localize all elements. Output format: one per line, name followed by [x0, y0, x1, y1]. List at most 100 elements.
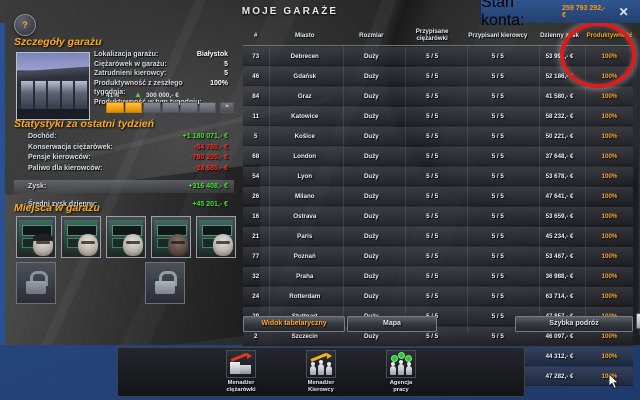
garage-slot[interactable]	[106, 216, 146, 258]
cell-trucks: 5 / 5	[426, 272, 439, 280]
cell-size: Duży	[363, 173, 379, 180]
table-header-trucks[interactable]: Przypisane ciężarówki	[415, 28, 449, 42]
cell-id: 84	[252, 93, 260, 101]
window-frame-left	[0, 23, 5, 345]
cell-drivers: 5 / 5	[491, 272, 504, 280]
cell-drivers: 5 / 5	[491, 53, 504, 61]
map-view-button[interactable]: Mapa	[347, 316, 437, 332]
scrollbar-track[interactable]	[638, 45, 640, 335]
cell-profit: 58 232,- €	[545, 113, 574, 121]
garage-details-panel: ? Szczegóły garażu Lokalizacja garażu:Bi…	[6, 14, 236, 324]
driver-avatar	[123, 234, 143, 256]
close-icon[interactable]: ✕	[618, 4, 629, 19]
fast-travel-button[interactable]: Szybka podróż	[515, 316, 633, 332]
dock-item-driver-manager[interactable]: Menadżer Kierowcy	[292, 350, 350, 394]
cell-size: Duży	[363, 332, 379, 340]
table-header-id[interactable]: #	[254, 31, 258, 39]
table-header-prod[interactable]: Produktywność	[586, 31, 633, 39]
table-view-button[interactable]: Widok tabelaryczny	[243, 316, 345, 332]
title-bar: MOJE GARAŻE Stan konta: 259 793 292,- € …	[0, 0, 640, 29]
detail-value: 5	[224, 70, 228, 78]
cell-prod: 100%	[601, 53, 618, 61]
garages-table: # Miasto Rozmiar Przypisane ciężarówki Przyp…	[243, 25, 640, 386]
locked-slot[interactable]	[16, 262, 56, 304]
lock-icon	[155, 271, 177, 295]
stat-row: Pensje kierowców:-780 205,- €	[28, 153, 234, 164]
cell-city: Debrecen	[290, 53, 319, 61]
scrollbar-thumb[interactable]	[636, 313, 640, 329]
cell-prod: 100%	[601, 93, 618, 101]
stat-row: Konserwacja ciężarówek:-54 760,- €	[28, 143, 234, 154]
table-header-city[interactable]: Miasto	[294, 31, 315, 39]
cell-size: Duży	[363, 133, 379, 141]
cell-size: Duży	[363, 232, 379, 240]
cell-prod: 100%	[601, 113, 618, 121]
table-scrollbar[interactable]	[636, 45, 640, 335]
stat-value: +1 180 071,- €	[182, 133, 228, 140]
dock-label: ciężarówki	[226, 387, 256, 393]
cell-size: Duży	[363, 192, 379, 200]
stat-label: Paliwo dla kierowców:	[28, 164, 103, 172]
cell-drivers: 5 / 5	[491, 232, 504, 240]
garage-slot[interactable]	[196, 216, 236, 258]
garage-slot[interactable]	[61, 216, 101, 258]
dock-label: Menadżer	[227, 380, 255, 386]
cell-trucks: 5 / 5	[426, 173, 439, 180]
cell-trucks: 5 / 5	[426, 332, 439, 340]
stat-value: -54 760,- €	[194, 143, 228, 151]
detail-label: Zatrudnieni kierowcy:	[94, 70, 167, 78]
detail-label: Produktywność z zeszłego tygodnia:	[94, 79, 183, 97]
cell-city: London	[293, 153, 317, 161]
table-header-size[interactable]: Rozmiar	[359, 31, 384, 39]
cell-trucks: 5 / 5	[426, 133, 439, 141]
detail-value: 5	[224, 60, 228, 68]
cell-size: Duży	[363, 212, 379, 220]
cell-profit: 53 992,- €	[545, 53, 574, 61]
dock-label: pracy	[393, 387, 409, 393]
productivity-cell-empty	[143, 102, 161, 113]
dock-item-truck-manager[interactable]: Menadżer ciężarówki	[212, 350, 270, 394]
garage-slot[interactable]	[151, 216, 191, 258]
table-header-profit[interactable]: Dzienny zysk	[540, 31, 579, 39]
detail-label: Ciężarówek w garażu:	[94, 60, 167, 68]
garage-detail-row: Lokalizacja garażu:Białystok	[94, 50, 228, 60]
cell-id: 46	[252, 73, 260, 81]
garage-detail-row: Zatrudnieni kierowcy: 5	[94, 69, 228, 79]
productivity-meter: 41% ▲ 300 000,- € ⚑	[106, 90, 234, 113]
productivity-goal-marker: ⚑	[220, 102, 234, 113]
page-title: MOJE GARAŻE	[241, 6, 339, 17]
cell-prod: 100%	[601, 332, 618, 340]
table-header-drivers[interactable]: Przypisani kierowcy	[468, 31, 528, 39]
cell-id: 24	[252, 292, 260, 300]
cell-size: Duży	[363, 153, 379, 161]
cell-trucks: 5 / 5	[426, 192, 439, 200]
view-button-row: Widok tabelaryczny Mapa Szybka podróż	[243, 316, 633, 332]
dock-item-job-agency[interactable]: Agencja pracy	[372, 350, 430, 394]
garage-ground	[17, 109, 89, 119]
stats-title: Statystyki za ostatni tydzień	[14, 118, 155, 130]
garage-slot[interactable]	[16, 216, 56, 258]
help-icon[interactable]: ?	[14, 14, 36, 36]
locked-slot[interactable]	[145, 262, 185, 304]
account-balance: Stan konta: 259 793 292,- € ✕	[480, 0, 640, 29]
cell-profit: 52 186,- €	[545, 73, 574, 81]
cell-profit: 53 678,- €	[545, 173, 574, 180]
cell-profit: 63 714,- €	[545, 292, 574, 300]
garage-photo	[16, 52, 90, 120]
cell-trucks: 5 / 5	[426, 73, 439, 81]
cell-city: Lyon	[297, 173, 313, 180]
cell-id: 26	[252, 192, 260, 200]
